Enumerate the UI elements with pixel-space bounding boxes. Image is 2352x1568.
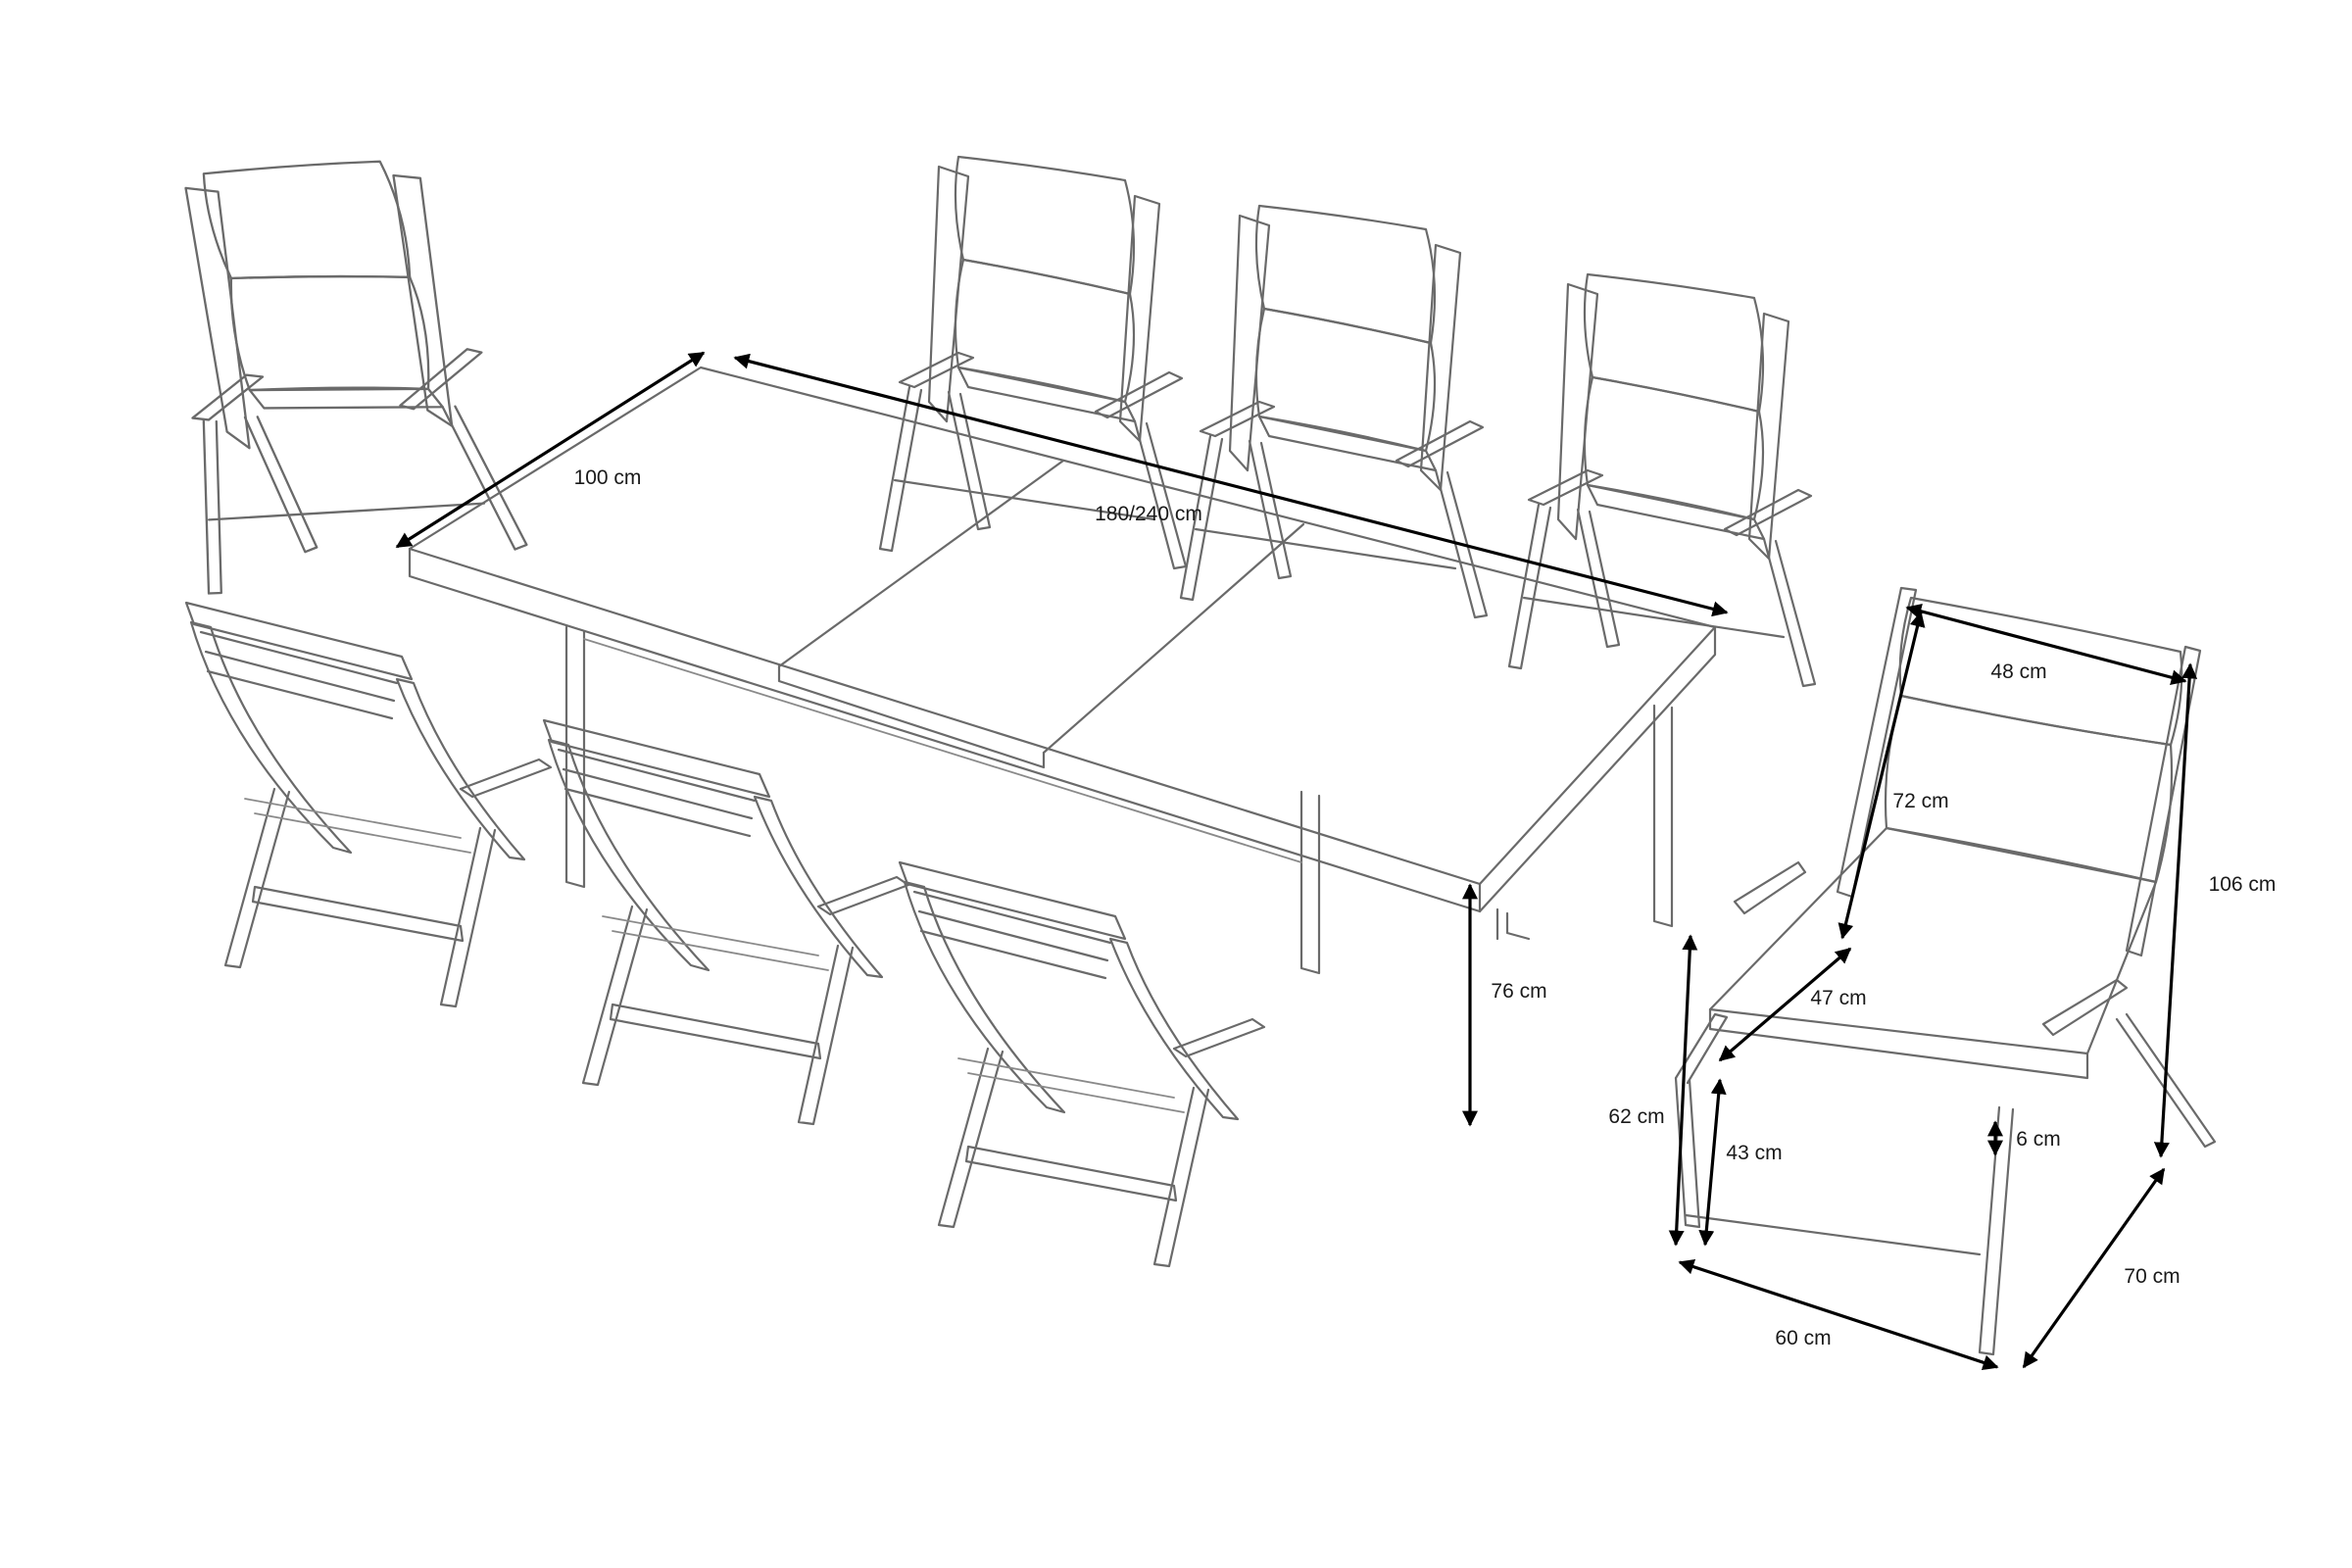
chair-armrest-height-label: 62 cm: [1608, 1105, 1665, 1128]
table-width-label: 100 cm: [573, 466, 642, 489]
dim-lines: [395, 351, 2198, 1371]
detail-chair: [1674, 586, 2217, 1356]
table-length-label: 180/240 cm: [1095, 503, 1202, 525]
front-chair-3: [898, 860, 1266, 1268]
chair-seat-width-label: 48 cm: [1990, 661, 2047, 683]
back-chair-2: [1179, 204, 1489, 619]
chair-cushion-thickness-label: 6 cm: [2016, 1128, 2061, 1151]
front-chair-1: [184, 601, 553, 1008]
chair-back-height-label: 72 cm: [1892, 790, 1949, 812]
table-height-label: 76 cm: [1491, 980, 1547, 1003]
back-chair-3: [1507, 272, 1817, 688]
end-chair-left: [122, 122, 528, 615]
chair-seat-depth-label: 47 cm: [1810, 987, 1867, 1009]
table: [408, 366, 1717, 975]
chair-seat-height-label: 43 cm: [1726, 1142, 1783, 1164]
chair-total-height-label: 106 cm: [2208, 873, 2277, 896]
chair-width-label: 60 cm: [1775, 1327, 1832, 1349]
front-chair-2: [542, 718, 910, 1126]
chair-depth-label: 70 cm: [2124, 1265, 2180, 1288]
